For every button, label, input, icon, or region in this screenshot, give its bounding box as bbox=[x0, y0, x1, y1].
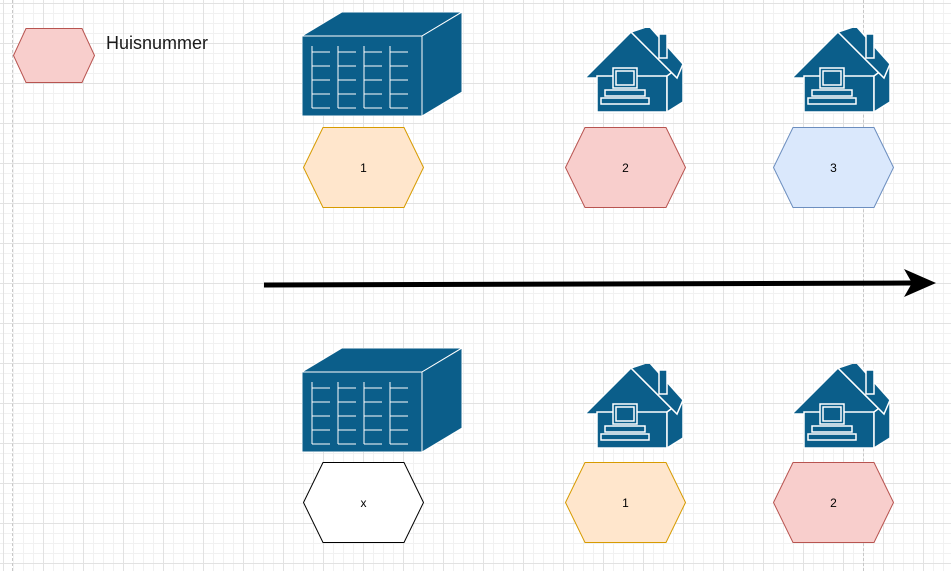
house-pc-icon[interactable] bbox=[790, 25, 894, 114]
server-icon[interactable] bbox=[300, 347, 464, 453]
hexagon-house-number[interactable]: 2 bbox=[773, 462, 894, 543]
hexagon-label: 1 bbox=[622, 495, 629, 510]
hexagon-label: 1 bbox=[360, 160, 367, 175]
hexagon-label: 2 bbox=[622, 160, 629, 175]
hexagon-label: x bbox=[360, 495, 367, 510]
house-pc-icon[interactable] bbox=[790, 361, 894, 450]
legend-hexagon[interactable] bbox=[13, 28, 95, 83]
page-guide-left bbox=[12, 0, 13, 571]
hexagon-label: 3 bbox=[830, 160, 837, 175]
hexagon-house-number[interactable]: x bbox=[303, 462, 424, 543]
arrow-connector[interactable] bbox=[262, 264, 938, 304]
hexagon-house-number[interactable]: 3 bbox=[773, 127, 894, 208]
house-pc-icon[interactable] bbox=[583, 361, 687, 450]
legend-label[interactable]: Huisnummer bbox=[106, 33, 209, 53]
hexagon-label: 2 bbox=[830, 495, 837, 510]
hexagon-house-number[interactable]: 1 bbox=[303, 127, 424, 208]
hexagon-house-number[interactable]: 1 bbox=[565, 462, 686, 543]
house-pc-icon[interactable] bbox=[583, 25, 687, 114]
server-icon[interactable] bbox=[300, 11, 464, 117]
hexagon-house-number[interactable]: 2 bbox=[565, 127, 686, 208]
